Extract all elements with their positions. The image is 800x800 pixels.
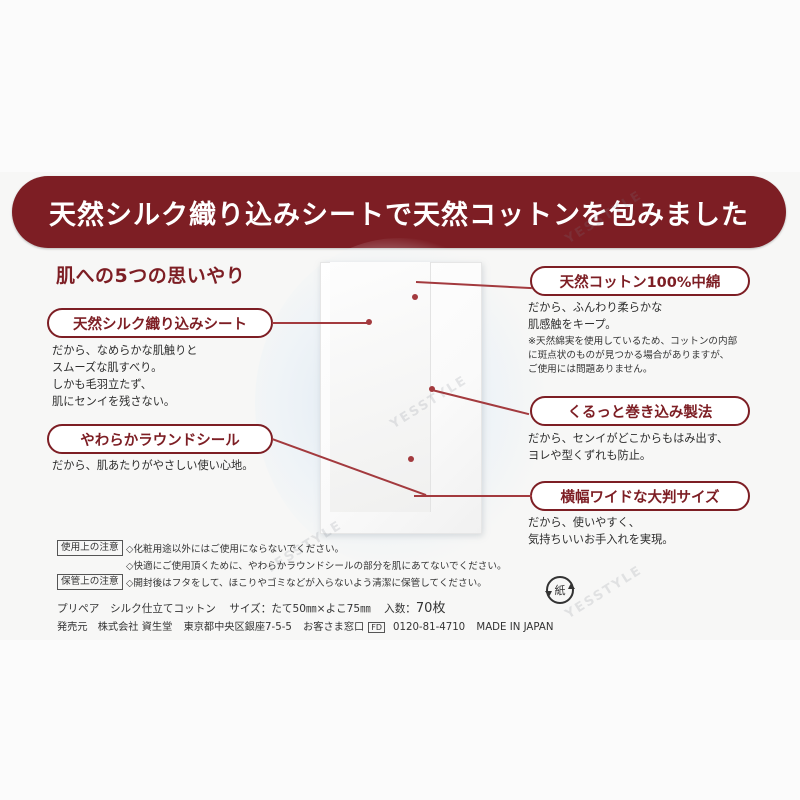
storage-caution-label: 保管上の注意 xyxy=(57,574,123,590)
feature-rolled-title: くるっと巻き込み製法 xyxy=(530,396,750,426)
feature-cotton-title: 天然コットン100%中綿 xyxy=(530,266,750,296)
feature-cotton-note: ※天然綿実を使用しているため、コットンの内部 に斑点状のものが見つかる場合があり… xyxy=(528,336,738,375)
made-in: MADE IN JAPAN xyxy=(476,622,554,633)
maker-contact: お客さま窓口 xyxy=(303,622,365,633)
bottom-background xyxy=(0,640,800,800)
feature-wide-title: 横幅ワイドな大判サイズ xyxy=(530,481,750,511)
pointer-dot-cotton xyxy=(412,294,418,300)
pointer-line-wide xyxy=(414,495,532,497)
product-size: サイズ：たて50㎜×よこ75㎜ xyxy=(229,603,371,615)
maker-address: 東京都中央区銀座7-5-5 xyxy=(183,622,292,633)
usage-caution-2: ◇快適にご使用頂くために、やわらかラウンドシールの部分を肌にあてないでください。 xyxy=(126,561,507,572)
top-background xyxy=(0,0,800,172)
feature-rolled-text: だから、センイがどこからもはみ出す、 ヨレや型くずれも防止。 xyxy=(528,432,729,462)
pointer-line-silk xyxy=(272,322,368,324)
product-count: 70枚 xyxy=(415,601,446,616)
product-name: プリペア シルク仕立てコットン xyxy=(57,603,216,615)
maker-phone: 0120-81-4710 xyxy=(393,622,466,633)
usage-caution-1: ◇化粧用途以外にはご使用にならないでください。 xyxy=(126,544,345,555)
features-headline: 肌への5つの思いやり xyxy=(56,265,246,287)
feature-seal-text: だから、肌あたりがやさしい使い心地。 xyxy=(52,459,254,472)
product-info: プリペア シルク仕立てコットン サイズ：たて50㎜×よこ75㎜ 入数：70枚 xyxy=(57,597,455,616)
feature-silk-text: だから、なめらかな肌触りと スムーズな肌すべり。 しかも毛羽立たず、 肌にセンイ… xyxy=(52,344,198,408)
feature-cotton-text: だから、ふんわり柔らかな 肌感触をキープ。 xyxy=(528,301,663,331)
feature-silk-title: 天然シルク織り込みシート xyxy=(47,308,273,338)
maker-seller: 発売元 株式会社 資生堂 xyxy=(57,622,173,633)
storage-caution-1: ◇開封後はフタをして、ほこりやゴミなどが入らないよう清潔に保管してください。 xyxy=(126,578,487,589)
pointer-dot-wide xyxy=(408,456,414,462)
pointer-dot-rolled xyxy=(429,386,435,392)
recycle-mark-text: 紙 xyxy=(555,583,566,597)
usage-caution-label: 使用上の注意 xyxy=(57,540,123,556)
product-count-label: 入数： xyxy=(384,603,416,615)
feature-wide-text: だから、使いやすく、 気持ちいいお手入れを実現。 xyxy=(528,516,674,546)
feature-seal-title: やわらかラウンドシール xyxy=(47,424,273,454)
pointer-dot-silk xyxy=(366,319,372,325)
title-banner: 天然シルク織り込みシートで天然コットンを包みました xyxy=(12,176,786,248)
paper-recycle-icon: 紙 xyxy=(545,576,575,604)
freedial-icon: FD xyxy=(368,621,385,633)
